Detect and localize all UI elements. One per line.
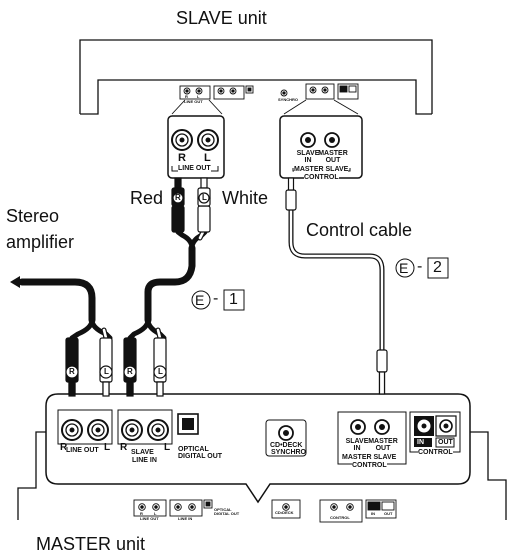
amplifier-label: amplifier — [6, 232, 75, 252]
slave-line-out-callout — [167, 115, 225, 179]
master-panel-callout — [45, 393, 471, 504]
master-rear-l: L — [154, 511, 157, 516]
master-unit-title: MASTER unit — [36, 534, 146, 554]
master-synchro-label: SYNCHRO — [271, 449, 307, 456]
plug-mark-l-slave: L — [202, 193, 207, 202]
master-line-out-label: LINE OUT — [66, 447, 99, 454]
master-slave-in-label: SLAVE IN — [345, 438, 369, 452]
slave-unit — [79, 39, 433, 115]
arrow-to-amplifier — [10, 276, 20, 288]
plug-mark-l-in: L — [158, 367, 163, 376]
master-rear-r: R — [140, 511, 143, 516]
master-master-slave-label: MASTER SLAVE — [342, 454, 397, 461]
master-rear-optical: OPTICAL — [214, 507, 232, 512]
connection-e2-letter: E — [399, 260, 409, 276]
connection-e1-letter: E — [195, 292, 205, 308]
master-line-in-label: LINE IN — [132, 457, 157, 464]
slave-line-out-label: LINE OUT — [178, 165, 211, 172]
master-rear-line-in: LINE IN — [178, 516, 193, 521]
slave-master-slave-label: MASTER SLAVE — [294, 166, 349, 173]
master-rear-panel — [133, 499, 397, 523]
control-cable — [288, 207, 385, 353]
control-cable-label: Control cable — [306, 220, 413, 240]
slave-rear-r: R — [185, 94, 188, 99]
master-in-jack-l: L — [164, 442, 171, 453]
connection-e1-dash: - — [213, 290, 219, 307]
slave-slave-in-label: SLAVE IN — [296, 150, 320, 164]
master-optical-label: OPTICAL — [178, 446, 209, 453]
plug-mark-r-in: R — [127, 367, 133, 376]
master-control-label-left: CONTROL — [352, 462, 387, 469]
master-rear-digital-out: DIGITAL OUT — [214, 511, 240, 516]
slave-jack-r: R — [178, 152, 186, 164]
slave-rear-synchro: SYNCHRO — [278, 97, 299, 102]
plug-mark-r-slave: R — [175, 193, 181, 202]
master-out-jack-r: R — [60, 442, 68, 453]
stereo-label: Stereo — [6, 206, 60, 226]
slave-control-label: CONTROL — [304, 174, 339, 181]
master-rca-plugs — [65, 337, 167, 397]
master-rear-control: CONTROL — [330, 515, 350, 520]
slave-rca-plugs — [171, 177, 211, 233]
master-control-label-right: CONTROL — [418, 449, 453, 456]
master-rear-line-out: LINE OUT — [140, 516, 159, 521]
master-master-out-label: MASTER OUT — [368, 438, 398, 452]
master-in-label: IN — [417, 439, 424, 446]
slave-callout-lines — [171, 99, 359, 115]
master-cd-deck-label: CD•DECK — [270, 442, 303, 449]
control-plugs — [285, 177, 388, 395]
slave-master-out-label: MASTER OUT — [318, 150, 348, 164]
connection-e2-dash: - — [417, 258, 423, 275]
master-slave-label: SLAVE — [131, 449, 154, 456]
master-out-label: OUT — [438, 439, 453, 446]
master-digital-out-label: DIGITAL OUT — [178, 453, 223, 460]
master-rear-in: IN — [371, 511, 375, 516]
slave-rear-l: L — [197, 94, 200, 99]
master-rear-cd-deck: CD•DECK — [275, 510, 294, 515]
master-plug-tips — [68, 371, 386, 397]
master-out-jack-l: L — [104, 442, 111, 453]
master-in-jack-r: R — [120, 442, 128, 453]
slave-rear-line-out: LINE OUT — [184, 99, 203, 104]
slave-control-callout — [279, 115, 363, 179]
slave-jack-l: L — [204, 152, 211, 164]
slave-unit-title: SLAVE unit — [176, 8, 267, 28]
red-label: Red — [130, 188, 164, 208]
slave-rear-panel — [179, 83, 359, 100]
plug-mark-l-out: L — [104, 367, 109, 376]
master-unit — [17, 431, 507, 520]
connection-e1-number: 1 — [229, 291, 238, 308]
circled-letter-marks — [191, 257, 449, 311]
master-rear-out: OUT — [384, 511, 393, 516]
connection-e2-number: 2 — [433, 259, 442, 276]
white-label: White — [222, 188, 269, 208]
plug-mark-r-out: R — [69, 367, 75, 376]
